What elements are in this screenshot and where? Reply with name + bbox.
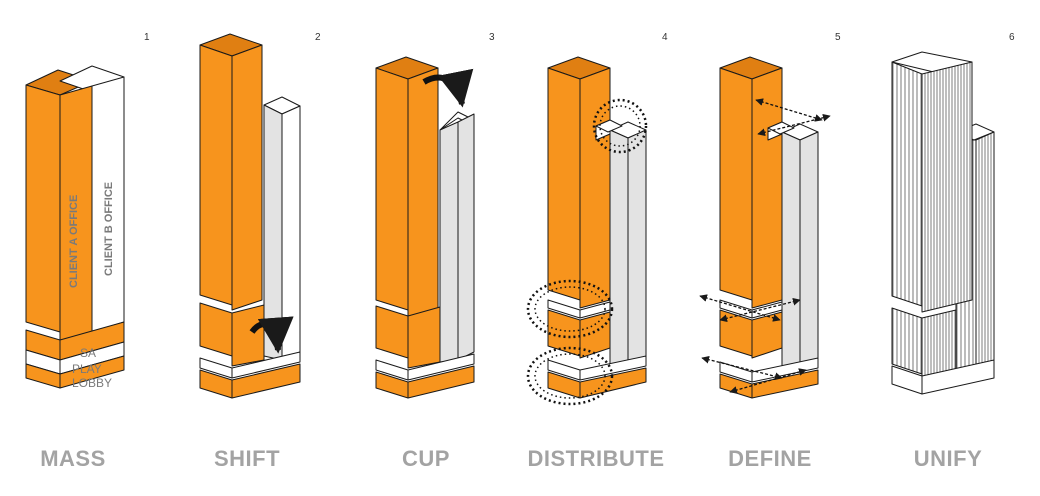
dashed-circle-icon (592, 98, 648, 154)
play-label: PLAY (72, 362, 102, 376)
step-number-2: 2 (315, 32, 321, 43)
tower-shift (199, 33, 301, 399)
curved-arrow-icon (249, 316, 294, 354)
double-arrow-icon (729, 368, 807, 394)
step-number-1: 1 (144, 32, 150, 43)
client-a-office-label: CLIENT A OFFICE (68, 195, 80, 288)
tower-define (719, 56, 819, 399)
step-number-4: 4 (662, 32, 668, 43)
lobby-label: LOBBY (72, 376, 112, 390)
step-number-6: 6 (1009, 32, 1015, 43)
double-arrow-icon (757, 113, 831, 137)
dashed-circle-icon (526, 346, 614, 406)
tower-mass (25, 65, 125, 389)
sa-label: SA (80, 346, 96, 360)
caption-cup: CUP (402, 446, 450, 471)
dashed-circle-icon (526, 279, 614, 339)
step-number-5: 5 (835, 32, 841, 43)
caption-define: DEFINE (728, 446, 812, 471)
caption-mass: MASS (40, 446, 106, 471)
caption-unify: UNIFY (913, 446, 983, 471)
tower-unify (891, 51, 995, 395)
caption-distribute: DISTRIBUTE (527, 446, 665, 471)
tower-distribute (547, 56, 647, 399)
double-arrow-icon (719, 297, 801, 323)
step-number-3: 3 (489, 32, 495, 43)
caption-shift: SHIFT (213, 446, 281, 471)
curved-arrow-icon (422, 68, 474, 108)
client-b-office-label: CLIENT B OFFICE (103, 182, 115, 276)
double-arrow-icon (701, 355, 783, 381)
tower-cup (375, 56, 475, 399)
